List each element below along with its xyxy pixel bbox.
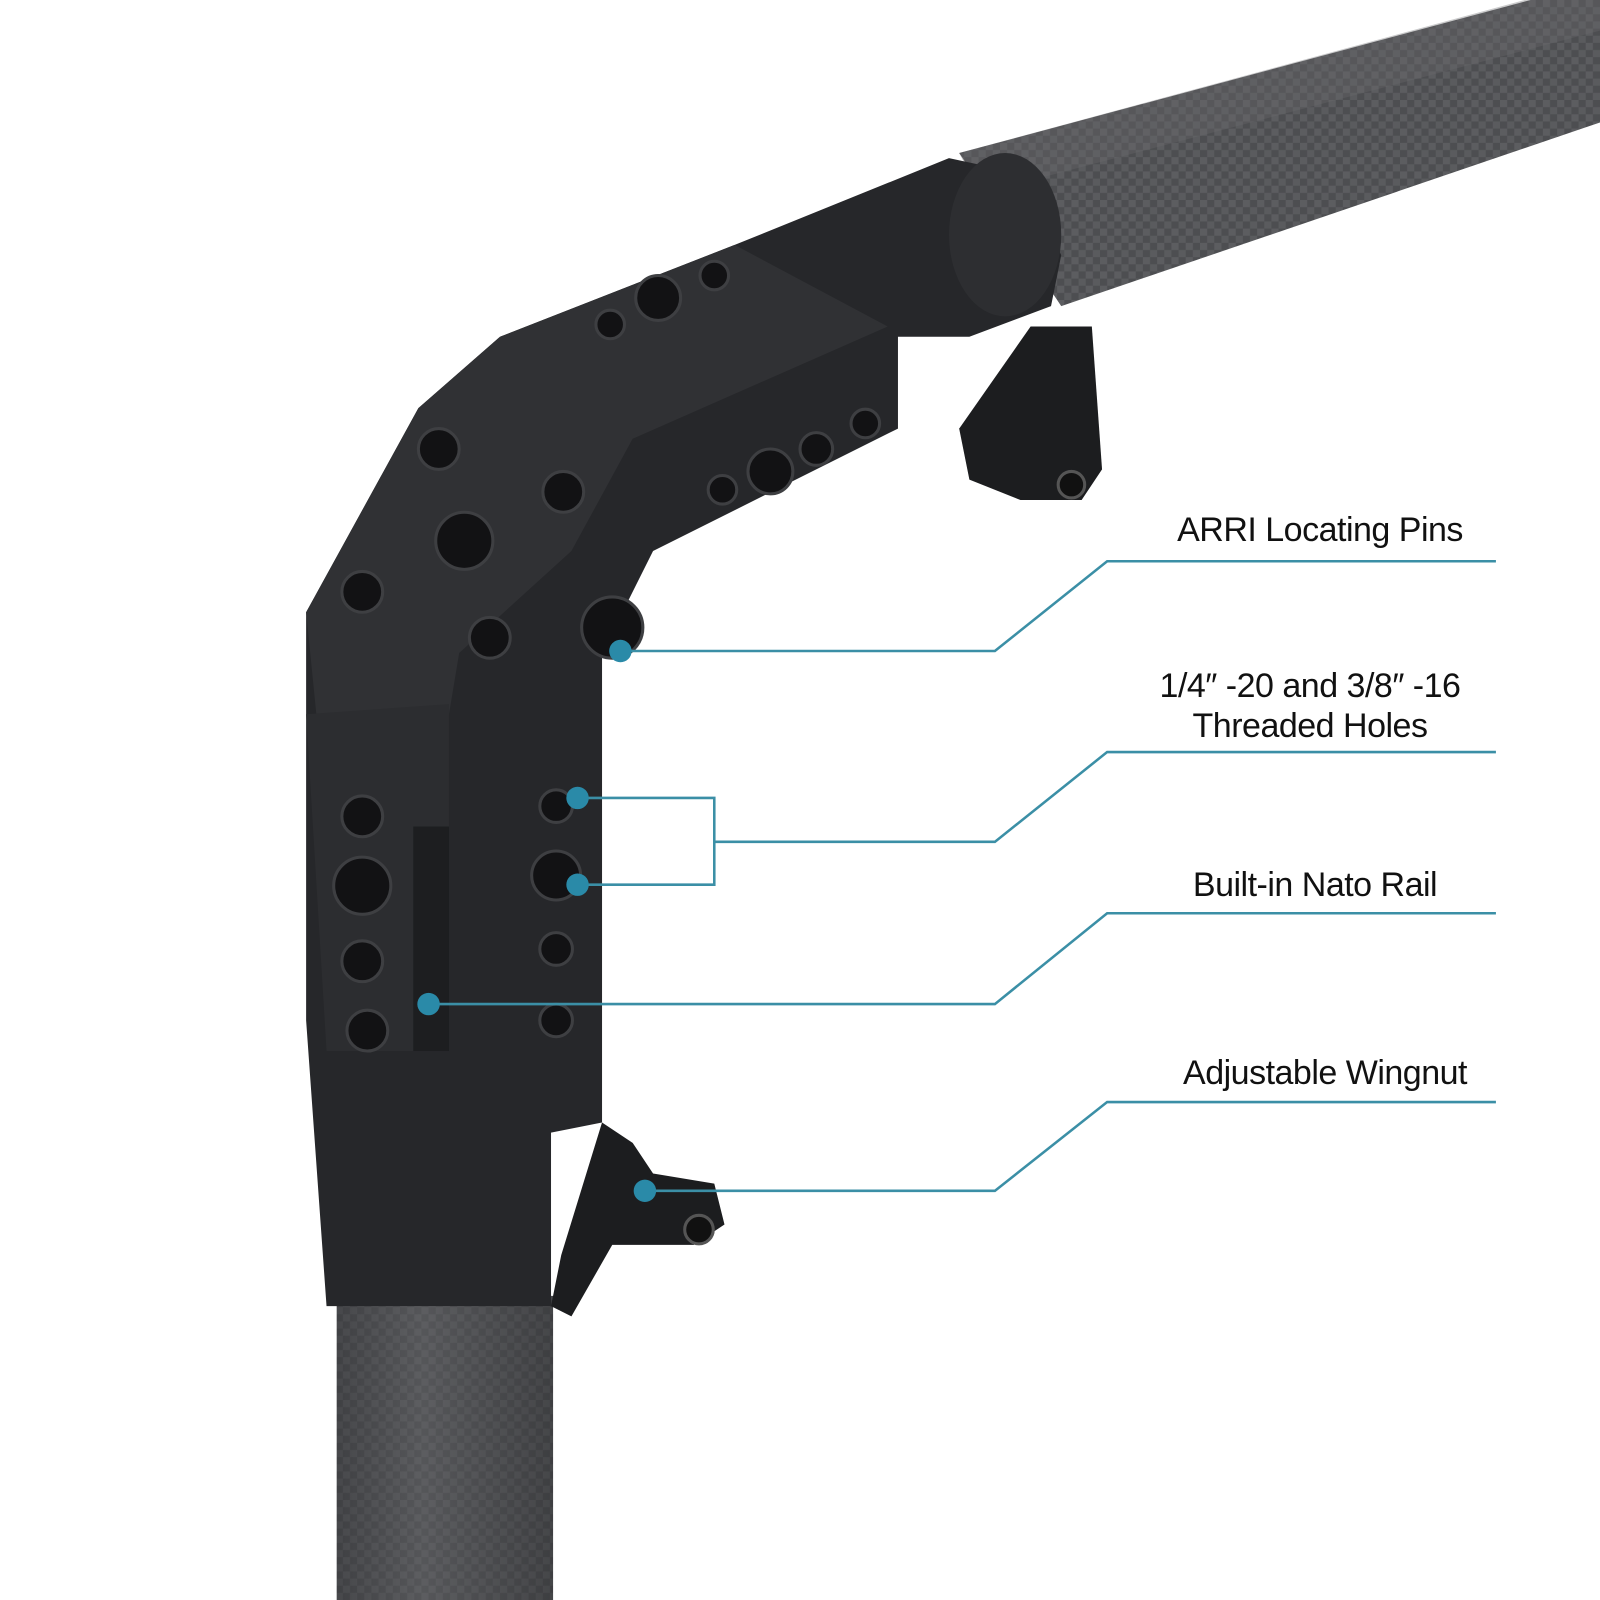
callout-dots bbox=[417, 639, 657, 1203]
callout-nato-rail: Built-in Nato Rail bbox=[1192, 866, 1438, 904]
wingnut-upper bbox=[959, 326, 1103, 500]
upper-carbon-tube bbox=[959, 0, 1600, 307]
nato-rail bbox=[413, 826, 449, 1052]
callout-threaded-line1: 1/4″ -20 and 3/8″ -16 bbox=[1159, 667, 1461, 705]
callout-adjustable-wingnut: Adjustable Wingnut bbox=[1183, 1054, 1467, 1092]
callout-threaded-holes: 1/4″ -20 and 3/8″ -16 Threaded Holes bbox=[1110, 666, 1510, 746]
wingnut-lower bbox=[551, 1122, 725, 1317]
callout-threaded-line2: Threaded Holes bbox=[1192, 707, 1428, 745]
callout-lines bbox=[428, 559, 1496, 1193]
handle-body bbox=[306, 153, 1062, 1307]
callout-arri-locating-pins: ARRI Locating Pins bbox=[1177, 511, 1463, 549]
threaded-holes bbox=[332, 259, 882, 1053]
